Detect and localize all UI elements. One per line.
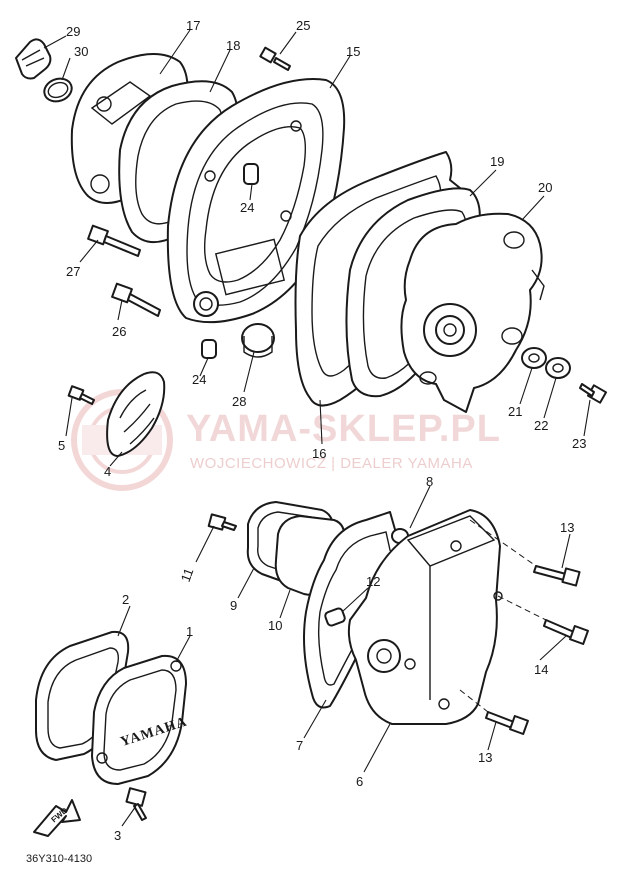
- part-27-bolt: [87, 224, 141, 257]
- label-10: 10: [268, 618, 282, 633]
- part-13-bolt-lower: [485, 711, 529, 735]
- label-28: 28: [232, 394, 246, 409]
- part-14-bolt: [543, 619, 589, 645]
- part-30-o-ring: [43, 77, 73, 103]
- label-26: 26: [112, 324, 126, 339]
- part-28-plug: [241, 323, 275, 358]
- part-7-gasket: [303, 511, 405, 709]
- part-labels: 29 30 17 18 25 15 19 20 24 27 26 24 28 1…: [58, 18, 586, 843]
- part-24-dowel-pin-upper: [243, 163, 259, 185]
- part-7-gasket-inner: [317, 531, 395, 686]
- label-13-upper: 13: [560, 520, 574, 535]
- label-27: 27: [66, 264, 80, 279]
- part-3-bolt: [125, 787, 147, 821]
- label-8: 8: [426, 474, 433, 489]
- label-25: 25: [296, 18, 310, 33]
- label-14: 14: [534, 662, 548, 677]
- part-21-seal: [521, 347, 547, 369]
- label-23: 23: [572, 436, 586, 451]
- label-13-lower: 13: [478, 750, 492, 765]
- part-13-bolt-upper: [533, 565, 581, 587]
- part-20-generator-cover: [400, 212, 545, 413]
- part-22-seal: [545, 357, 571, 379]
- label-11: 11: [178, 566, 197, 584]
- label-6: 6: [356, 774, 363, 789]
- part-6-cover: [347, 509, 503, 725]
- label-24-upper: 24: [240, 200, 254, 215]
- label-5: 5: [58, 438, 65, 453]
- part-29-oil-cap: [15, 38, 52, 80]
- label-2: 2: [122, 592, 129, 607]
- part-12-dowel: [324, 607, 346, 627]
- part-5-bolt: [67, 385, 95, 405]
- label-19: 19: [490, 154, 504, 169]
- part-24-dowel-pin-lower: [201, 339, 217, 359]
- label-9: 9: [230, 598, 237, 613]
- label-20: 20: [538, 180, 552, 195]
- fwd-arrow-icon: FWD: [33, 799, 81, 837]
- label-7: 7: [296, 738, 303, 753]
- label-30: 30: [74, 44, 88, 59]
- part-4-plate: [106, 371, 166, 457]
- watermark-main-text: YAMA-SKLEP.PL: [186, 408, 501, 450]
- label-21: 21: [508, 404, 522, 419]
- label-4: 4: [104, 464, 111, 479]
- leader-lines: [43, 29, 591, 827]
- watermark-sub-text: WOJCIECHOWICZ | DEALER YAMAHA: [190, 455, 473, 472]
- part-30-o-ring-inner: [47, 81, 69, 99]
- label-18: 18: [226, 38, 240, 53]
- label-16: 16: [312, 446, 326, 461]
- label-15: 15: [346, 44, 360, 59]
- label-24-lower: 24: [192, 372, 206, 387]
- part-23-bolt: [579, 383, 608, 404]
- label-22: 22: [534, 418, 548, 433]
- label-17: 17: [186, 18, 200, 33]
- part-26-bolt: [111, 282, 161, 317]
- label-3: 3: [114, 828, 121, 843]
- part-11-bolt: [207, 513, 237, 531]
- diagram-code: 36Y310-4130: [26, 853, 92, 865]
- label-29: 29: [66, 24, 80, 39]
- part-25-screw: [259, 46, 291, 71]
- label-1: 1: [186, 624, 193, 639]
- label-12: 12: [366, 574, 380, 589]
